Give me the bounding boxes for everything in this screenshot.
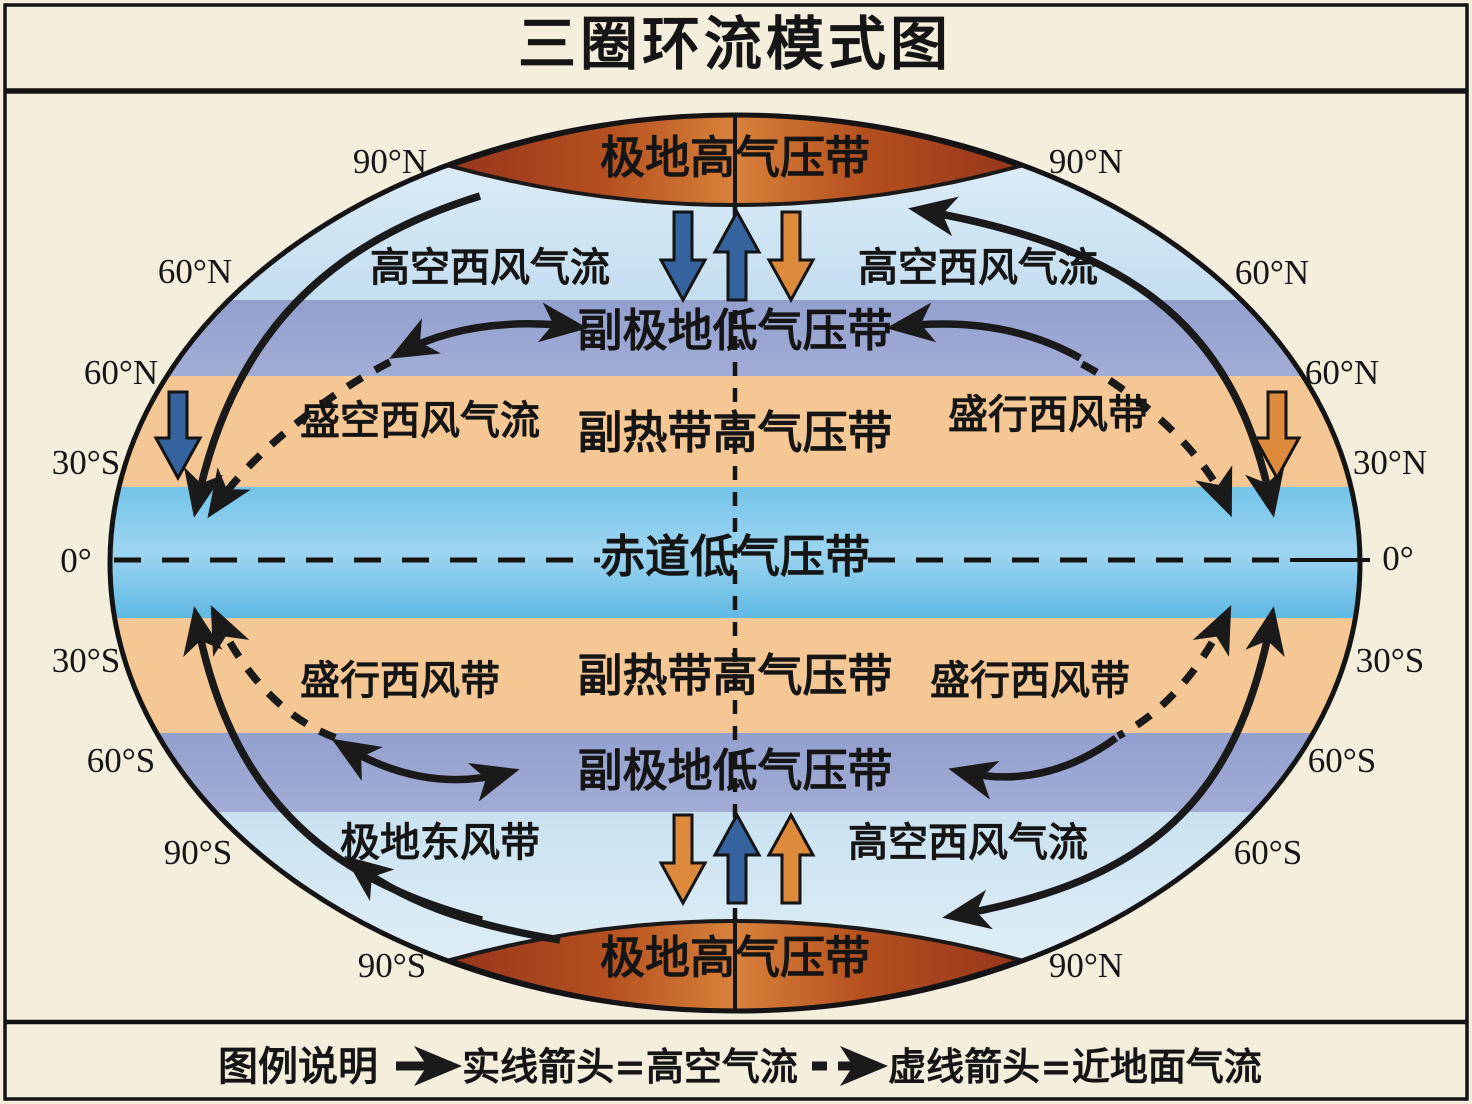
lat-right-90n-a: 90°N (1049, 142, 1123, 181)
wind-label-upper-westerly-ne: 高空西风气流 (858, 245, 1098, 291)
lat-left-90s-b: 90°S (358, 946, 426, 985)
arc-dashed-north-right (1080, 360, 1233, 518)
lat-left-0: 0° (60, 541, 92, 580)
wind-label-upper-westerly-w: 盛空西风气流 (300, 398, 540, 444)
wind-label-upper-westerly-nw: 高空西风气流 (370, 245, 610, 291)
legend-dashed-label: 虚线箭头=近地面气流 (888, 1045, 1262, 1089)
arrow-into-subpolar-south-right (948, 734, 1119, 800)
lat-right-30s: 30°S (1356, 641, 1424, 680)
arc-solid-south-right (942, 606, 1285, 930)
arc-dashed-north-left (207, 358, 392, 519)
belt-label-subtropical-south: 副热带高气压带 (577, 649, 892, 702)
lat-left-90s-a: 90°S (164, 833, 232, 872)
belt-label-equatorial: 赤道低气压带 (600, 530, 870, 583)
legend-heading: 图例说明 (218, 1044, 378, 1090)
wind-label-westerly-belt-se: 盛行西风带 (930, 658, 1130, 704)
lat-left-30s-a: 30°S (52, 443, 120, 482)
arc-solid-north-left (183, 192, 482, 518)
lat-right-60n-a: 60°N (1235, 253, 1309, 292)
arc-solid-south-left-polar (344, 855, 561, 944)
arrow-into-subpolar-south-left (331, 738, 520, 802)
arc-dashed-south-left (210, 604, 338, 742)
upper-air-arcs (183, 192, 1285, 944)
wind-label-polar-easterly-s: 极地东风带 (340, 820, 540, 866)
surface-flow-arcs (207, 358, 1233, 742)
belt-label-polar-north: 极地高气压带 (600, 131, 870, 184)
legend-solid-label: 实线箭头=高空气流 (462, 1045, 798, 1089)
arrow-into-subpolar-north-right (886, 302, 1082, 362)
wind-label-westerly-belt-e: 盛行西风带 (948, 392, 1148, 438)
lat-right-60s-a: 60°S (1308, 741, 1376, 780)
convection-arrows (153, 208, 1302, 907)
lat-left-60s: 60°S (87, 741, 155, 780)
latitude-labels-left: 90°N 60°N 60°N 30°S 0° 30°S 60°S 90°S 90… (52, 142, 427, 985)
lat-right-60s-b: 60°S (1234, 833, 1302, 872)
lat-left-90n: 90°N (353, 142, 427, 181)
globe-outline (107, 112, 1363, 1014)
arc-solid-north-right (908, 196, 1285, 518)
arrow-down-orange-south (658, 813, 708, 907)
arrow-up-orange-south (766, 811, 816, 905)
arrow-up-blue-south (712, 811, 762, 905)
page-title: 三圈环流模式图 (518, 10, 952, 78)
wind-label-upper-westerly-sse: 高空西风气流 (848, 820, 1088, 866)
arrow-down-blue-west (153, 390, 203, 482)
lat-left-60n-b: 60°N (84, 353, 158, 392)
wind-label-westerly-belt-sw: 盛行西风带 (300, 658, 500, 704)
lat-left-60n-a: 60°N (158, 252, 232, 291)
lat-left-30s-b: 30°S (52, 641, 120, 680)
arrow-up-blue-north (712, 208, 762, 302)
lat-right-0: 0° (1382, 539, 1414, 578)
arrow-into-subpolar-north-left (389, 302, 588, 359)
belt-label-polar-south: 极地高气压带 (600, 931, 870, 984)
belt-label-subpolar-south: 副极地低气压带 (577, 744, 892, 797)
belt-label-subtropical-north: 副热带高气压带 (577, 406, 892, 459)
arrow-down-blue-north (658, 210, 708, 304)
lat-right-90n-b: 90°N (1049, 946, 1123, 985)
lat-right-30n: 30°N (1353, 443, 1427, 482)
outer-frame (3, 3, 1469, 1101)
arrow-down-orange-east (1252, 390, 1302, 482)
belt-label-subpolar-north: 副极地低气压带 (577, 304, 892, 357)
lat-right-60n-b: 60°N (1305, 353, 1379, 392)
latitude-labels-right: 90°N 60°N 60°N 30°N 0° 30°S 60°S 60°S 90… (1049, 142, 1427, 985)
arrow-down-orange-north (766, 210, 816, 304)
